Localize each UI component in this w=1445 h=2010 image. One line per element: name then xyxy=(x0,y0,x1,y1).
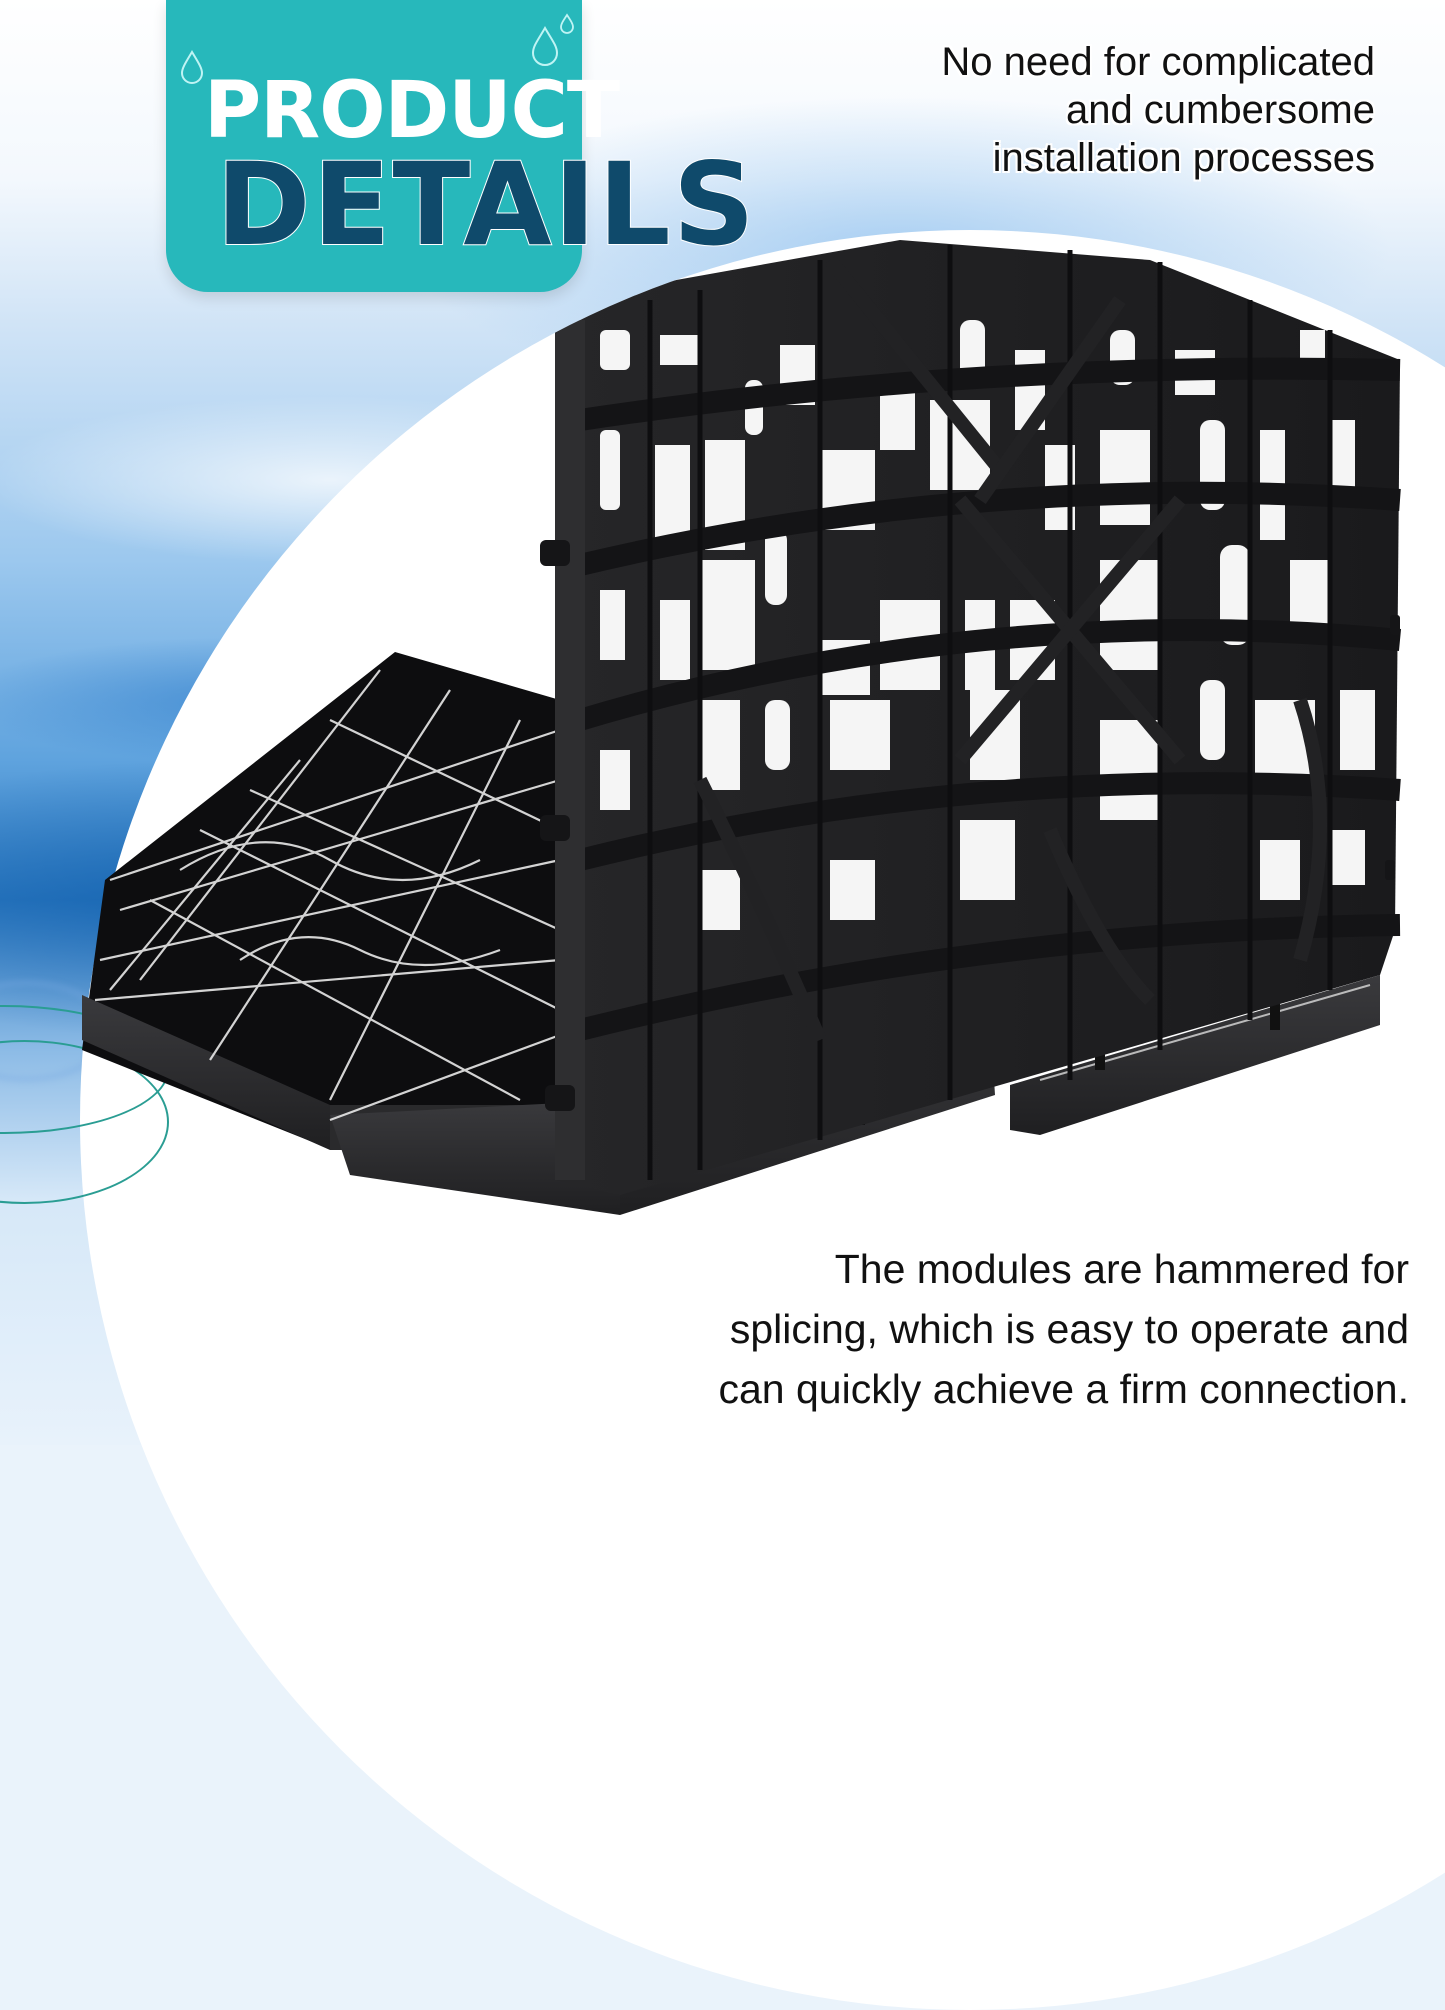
water-drop-icon xyxy=(180,50,204,84)
product-details-badge xyxy=(166,0,582,292)
callout-top-line: and cumbersome xyxy=(1065,88,1375,132)
water-drop-icon xyxy=(531,26,559,66)
callout-bottom-line: can quickly achieve a firm connection. xyxy=(718,1365,1409,1412)
water-drop-icon xyxy=(560,13,574,34)
callout-top-text: No need for complicated and cumbersome i… xyxy=(941,38,1375,182)
product-image xyxy=(82,240,1402,1215)
callout-bottom-line: splicing, which is easy to operate and xyxy=(729,1305,1409,1352)
callout-top-line: installation processes xyxy=(992,136,1375,180)
callout-bottom-line: The modules are hammered for xyxy=(834,1246,1409,1292)
callout-bottom-text: The modules are hammered for splicing, w… xyxy=(718,1240,1409,1420)
base-module-left xyxy=(82,652,620,1215)
badge-title-product: PRODUCT xyxy=(204,66,620,156)
callout-top-line: No need for complicated xyxy=(941,40,1375,84)
badge-title-details: DETAILS xyxy=(215,138,757,271)
vertical-module-panel xyxy=(540,240,1402,1195)
